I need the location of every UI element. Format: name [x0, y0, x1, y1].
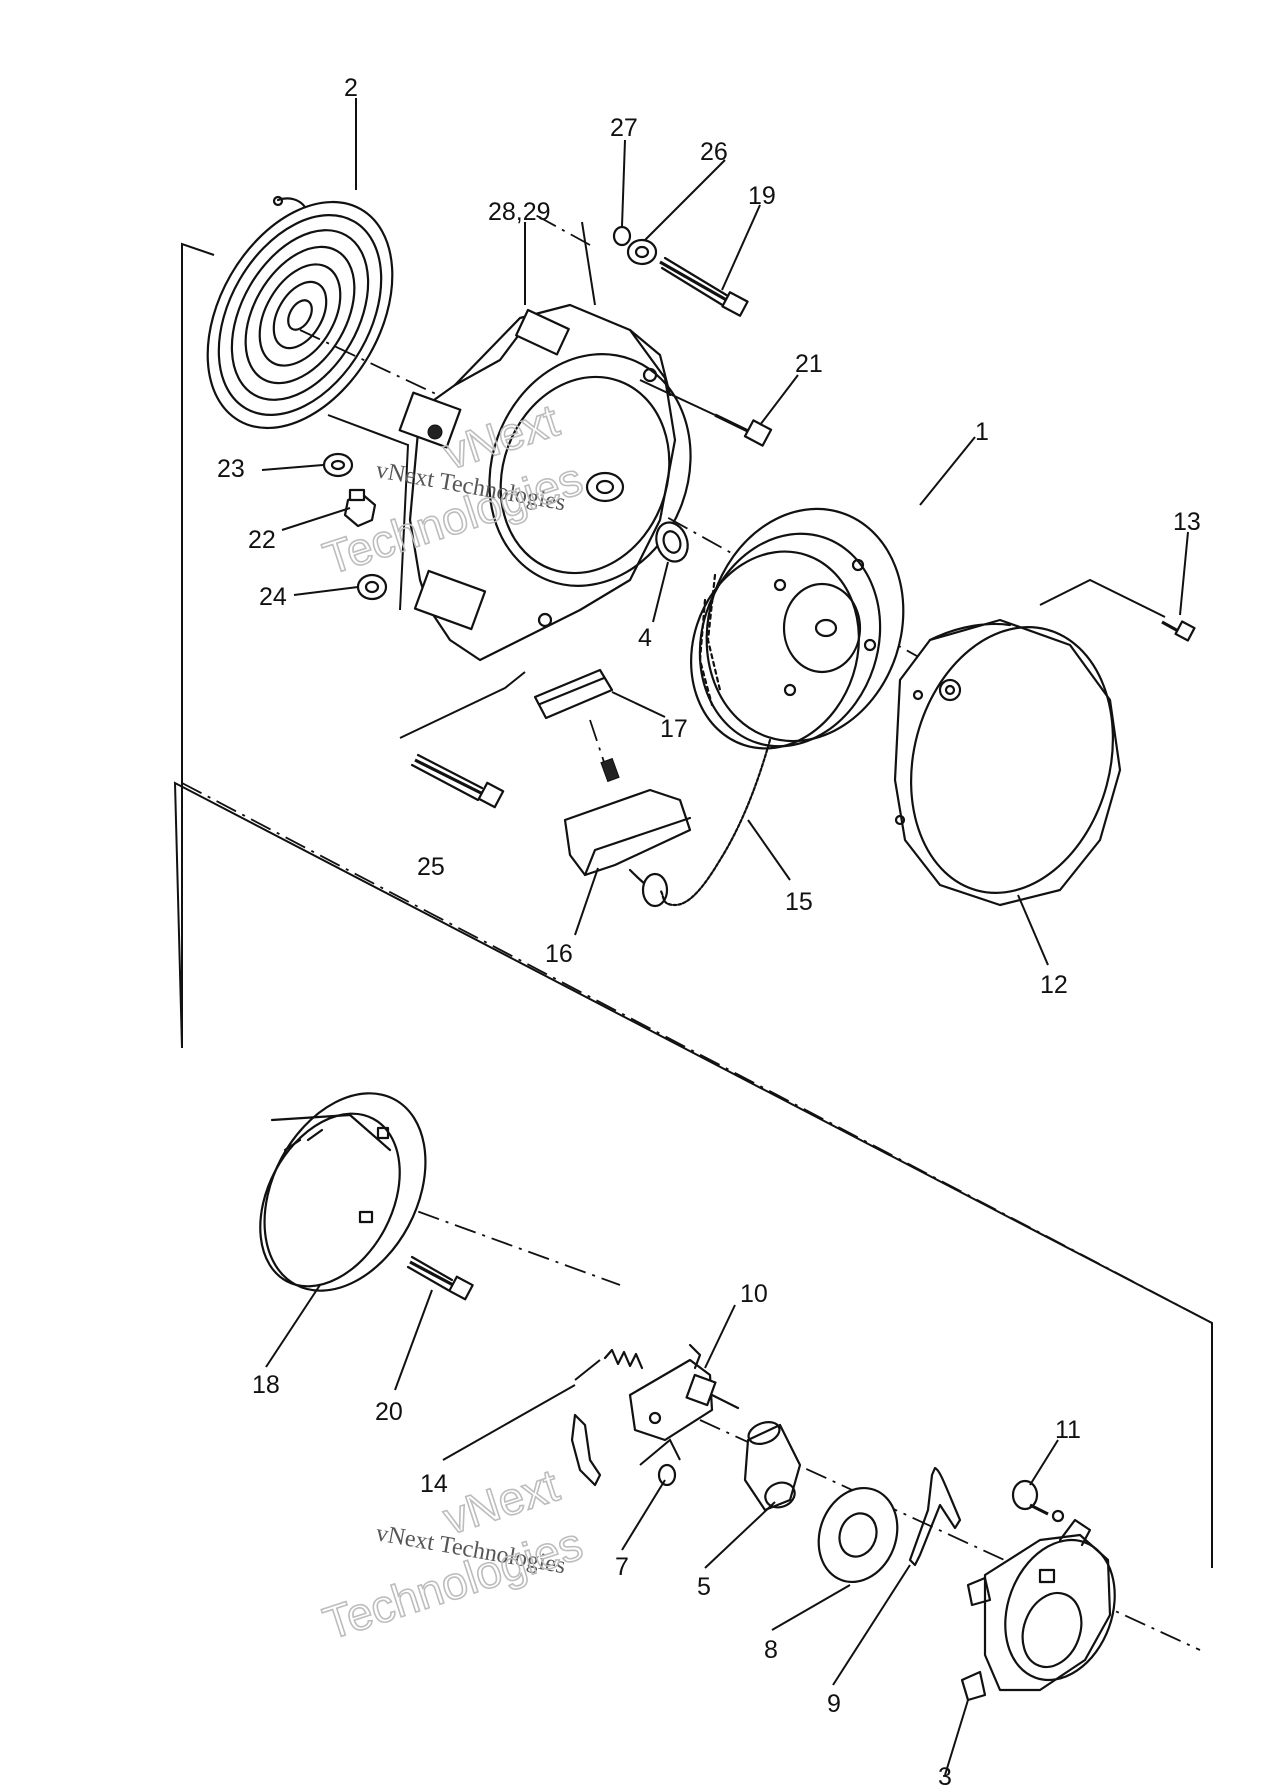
callout-2: 2 [344, 74, 358, 102]
drum-part-5 [743, 1421, 802, 1512]
handle-insert-part-17 [533, 668, 614, 720]
bolt-part-25 [399, 671, 526, 809]
callout-3: 3 [938, 1763, 952, 1791]
callout-16: 16 [545, 940, 573, 968]
starter-housing-part-28-29 [398, 303, 692, 662]
washer-part-23 [322, 452, 354, 478]
callout-25: 25 [417, 853, 445, 881]
nut-part-22 [343, 488, 377, 528]
callout-18: 18 [252, 1371, 280, 1399]
callout-27: 27 [610, 114, 638, 142]
watermark-bottom: vNext vNext Technologies Technologies [316, 1458, 589, 1650]
starter-rope-part-15 [658, 738, 772, 907]
callout-8: 8 [764, 1636, 778, 1664]
bolt-part-20 [406, 1255, 474, 1301]
bolt-part-21 [639, 379, 773, 447]
callout-17: 17 [660, 715, 688, 743]
leader-lines [261, 98, 1189, 1776]
spring-clip-part-9 [908, 1466, 962, 1567]
housing-mount-bracket [327, 414, 410, 611]
callout-11: 11 [1055, 1416, 1081, 1444]
bolt-part-19 [659, 256, 749, 317]
outer-cover-part-12 [893, 618, 1122, 907]
callout-9: 9 [827, 1690, 841, 1718]
callout-26: 26 [700, 138, 728, 166]
pulley-part-1 [690, 507, 905, 750]
base-plate-part-3 [960, 1518, 1116, 1702]
washer-part-26 [626, 238, 658, 266]
seal-ring-part-8 [817, 1486, 899, 1584]
callout-28-29: 28,29 [488, 198, 551, 226]
pawl-plate [570, 1413, 602, 1487]
screw-part-13 [1039, 578, 1196, 642]
ratchet-part-10 [628, 1343, 740, 1442]
callout-20: 20 [375, 1398, 403, 1426]
spring-part-14 [574, 1348, 644, 1381]
callout-23: 23 [217, 455, 245, 483]
callout-24: 24 [259, 583, 287, 611]
collar-part-24 [356, 573, 388, 601]
callout-21: 21 [795, 350, 823, 378]
callout-22: 22 [248, 526, 276, 554]
pin-part-7 [639, 1438, 681, 1487]
drum-cover-part-18 [259, 1092, 427, 1292]
recoil-spring-part-2 [206, 195, 394, 430]
callout-14: 14 [420, 1470, 448, 1498]
assembly-bracket-lines [173, 242, 1213, 1568]
starter-handle-part-16 [563, 757, 692, 908]
callout-10: 10 [740, 1280, 768, 1308]
callout-labels: 2 27 26 19 28,29 21 1 13 23 22 24 4 17 2… [217, 74, 1201, 1791]
screw-part-11 [1011, 1479, 1065, 1523]
callout-4: 4 [638, 624, 652, 652]
callout-12: 12 [1040, 971, 1068, 999]
callout-13: 13 [1173, 508, 1201, 536]
callout-7: 7 [615, 1553, 629, 1581]
callout-15: 15 [785, 888, 813, 916]
callout-5: 5 [697, 1573, 711, 1601]
seal-part-4 [655, 521, 689, 563]
cap-part-27 [612, 225, 632, 247]
callout-19: 19 [748, 182, 776, 210]
callout-1: 1 [975, 418, 989, 446]
